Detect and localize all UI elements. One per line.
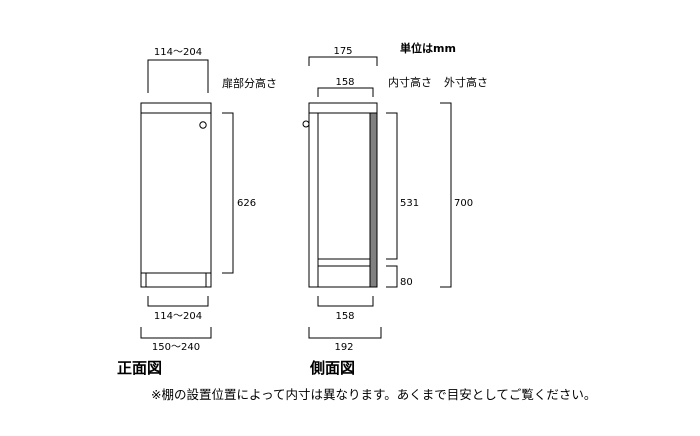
base-height-value: 80 [400,277,413,288]
side-outer-depth-bottom-bracket [308,327,382,339]
front-cabinet-body [140,112,212,288]
front-cabinet-base [140,272,212,288]
side-outer-depth-top-value: 175 [333,46,352,57]
side-view [302,56,452,339]
side-inner-depth-top-value: 158 [335,77,354,88]
door-knob-icon [199,121,207,129]
front-inner-bottom-value: 114〜204 [154,311,202,322]
side-view-title: 側面図 [309,359,355,377]
inner-height-label: 内寸高さ [388,75,432,89]
front-top-width-bracket [147,59,209,93]
side-view-labels: 単位はmm 175 158 内寸高さ 外寸高さ 531 700 80 158 1… [309,41,488,377]
side-outer-depth-top-bracket [308,56,378,66]
front-view-labels: 114〜204 扉部分高さ 626 114〜204 150〜240 正面図 [117,47,277,377]
side-inner-depth-bottom-value: 158 [335,311,354,322]
side-base-height-bracket [386,265,398,288]
front-inner-bottom-bracket [147,296,209,307]
side-cabinet-outline [308,112,378,288]
outer-height-value: 700 [454,198,473,209]
front-view [140,59,234,339]
side-back-panel [369,112,378,288]
door-height-value: 626 [237,198,256,209]
front-cabinet-top [140,102,212,114]
footnote: ※棚の設置位置によって内寸は異なります。あくまで目安としてご覧ください。 [151,387,596,402]
side-inner-depth-bottom-bracket [317,296,374,307]
unit-label: 単位はmm [400,41,456,55]
front-top-width-value: 114〜204 [154,47,202,58]
side-outer-depth-bottom-value: 192 [334,342,353,353]
door-knob-side-icon [302,120,310,128]
door-height-label: 扉部分高さ [222,76,277,90]
outer-height-label: 外寸高さ [444,75,488,89]
front-view-title: 正面図 [117,359,162,377]
side-inner-height-bracket [386,112,398,260]
side-inner-depth-top-bracket [317,87,374,97]
front-door-height-bracket [222,112,234,274]
side-outer-height-bracket [440,102,452,288]
side-cabinet-top [308,102,378,114]
inner-height-value: 531 [400,198,419,209]
front-outer-bottom-value: 150〜240 [152,342,200,353]
front-outer-bottom-bracket [140,327,212,339]
